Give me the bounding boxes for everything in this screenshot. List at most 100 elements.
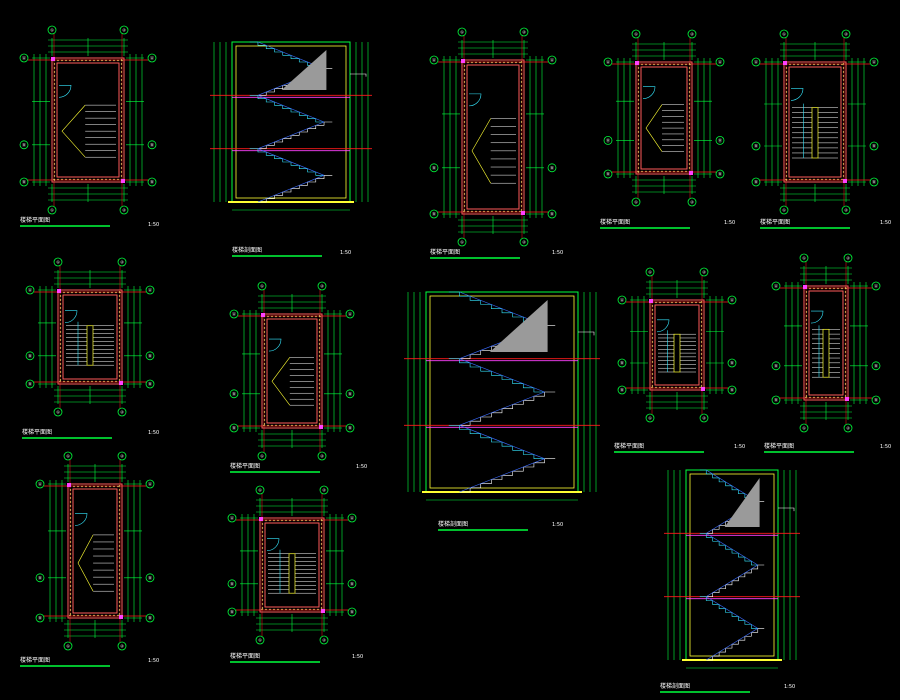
- drawing-title: 楼梯平面图: [430, 248, 460, 256]
- grid-label: Ⓑ: [148, 381, 152, 387]
- dimension-lines: [667, 470, 797, 669]
- grid-label: Ⓑ: [150, 141, 154, 147]
- dimension-lines: [630, 280, 724, 410]
- grid-label: ②: [846, 426, 850, 431]
- stair-treads: [658, 330, 696, 373]
- grid-label: Ⓑ: [620, 360, 624, 366]
- stair-walls: [783, 61, 847, 183]
- grid-label: Ⓑ: [348, 390, 352, 396]
- door-swing: [74, 513, 88, 526]
- grid-label: Ⓑ: [606, 171, 610, 177]
- door-swing: [266, 538, 280, 551]
- grid-label: ①: [56, 260, 60, 265]
- axis-lines: [438, 36, 548, 238]
- grid-label: ②: [846, 256, 850, 261]
- dimension-lines: [616, 42, 712, 194]
- grid-label: Ⓐ: [432, 57, 436, 63]
- drawing-scale: 1:50: [784, 684, 795, 690]
- grid-label: ①: [634, 200, 638, 205]
- dimension-lines: [442, 40, 544, 234]
- grid-label: Ⓑ: [28, 381, 32, 387]
- grid-label: ②: [320, 454, 324, 459]
- void-fill: [724, 478, 760, 527]
- door-swing: [642, 86, 656, 99]
- drawing-scale: 1:50: [552, 522, 563, 528]
- grid-label: Ⓐ: [28, 287, 32, 293]
- dimension-lines: [32, 38, 144, 202]
- grid-label: Ⓐ: [774, 283, 778, 289]
- door-swing: [810, 310, 824, 324]
- drawing-scale: 1:50: [148, 430, 159, 436]
- grid-label: ②: [122, 208, 126, 213]
- grid-label: ②: [522, 30, 526, 35]
- stair-treads: [61, 104, 116, 158]
- stair-treads: [271, 357, 314, 406]
- floor-level-lines: [210, 94, 372, 152]
- dimension-lines: [784, 266, 868, 420]
- grid-label: Ⓑ: [872, 179, 876, 185]
- section-walls: [682, 469, 782, 661]
- drawing-scale: 1:50: [880, 220, 891, 226]
- drawing-title: 楼梯平面图: [20, 656, 50, 664]
- dimension-lines: [240, 498, 344, 632]
- drawing-title: 楼梯剖面图: [438, 520, 468, 528]
- dimension-lines: [48, 464, 142, 638]
- drawing-scale: 1:50: [880, 444, 891, 450]
- grid-label: Ⓐ: [38, 481, 42, 487]
- grid-label: Ⓑ: [774, 362, 778, 368]
- stair-walls: [261, 313, 323, 429]
- drawing-title: 楼梯平面图: [764, 442, 794, 450]
- grid-label: Ⓑ: [28, 352, 32, 358]
- grid-label: ①: [782, 208, 786, 213]
- grid-label: Ⓐ: [232, 311, 236, 317]
- stair-walls: [67, 483, 123, 619]
- grid-label: ②: [120, 260, 124, 265]
- grid-label: Ⓐ: [22, 55, 26, 61]
- drawing-title: 楼梯平面图: [230, 462, 260, 470]
- grid-label: ②: [120, 410, 124, 415]
- grid-label: Ⓑ: [606, 137, 610, 143]
- grid-label: Ⓑ: [230, 580, 234, 586]
- grid-label: Ⓑ: [550, 211, 554, 217]
- door-swing: [268, 338, 282, 352]
- drawing-scale: 1:50: [352, 654, 363, 660]
- door-swing: [468, 93, 482, 107]
- grid-label: Ⓐ: [148, 287, 152, 293]
- drawing-scale: 1:50: [552, 250, 563, 256]
- stair-treads: [66, 321, 114, 366]
- grid-label: Ⓑ: [774, 397, 778, 403]
- grid-label: Ⓑ: [432, 211, 436, 217]
- grid-label: Ⓐ: [550, 57, 554, 63]
- dimension-lines: [213, 42, 369, 211]
- grid-label: ①: [634, 32, 638, 37]
- grid-label: ①: [258, 488, 262, 493]
- grid-label: Ⓑ: [872, 143, 876, 149]
- grid-label: Ⓑ: [350, 609, 354, 615]
- grid-label: ①: [66, 454, 70, 459]
- grid-label: Ⓑ: [550, 164, 554, 170]
- dimension-lines: [38, 270, 142, 404]
- grid-label: Ⓑ: [874, 362, 878, 368]
- stair-treads: [645, 104, 684, 152]
- grid-label: ②: [702, 270, 706, 275]
- dimension-lines: [764, 42, 866, 202]
- grid-label: Ⓐ: [230, 515, 234, 521]
- grid-label: Ⓐ: [348, 311, 352, 317]
- grid-label: Ⓐ: [620, 297, 624, 303]
- drawing-title: 楼梯平面图: [20, 216, 50, 224]
- grid-label: Ⓐ: [718, 59, 722, 65]
- drawing-title: 楼梯平面图: [614, 442, 644, 450]
- door-swing: [790, 88, 804, 101]
- stair-walls: [649, 299, 705, 391]
- grid-label: Ⓑ: [754, 179, 758, 185]
- door-swing: [58, 84, 72, 98]
